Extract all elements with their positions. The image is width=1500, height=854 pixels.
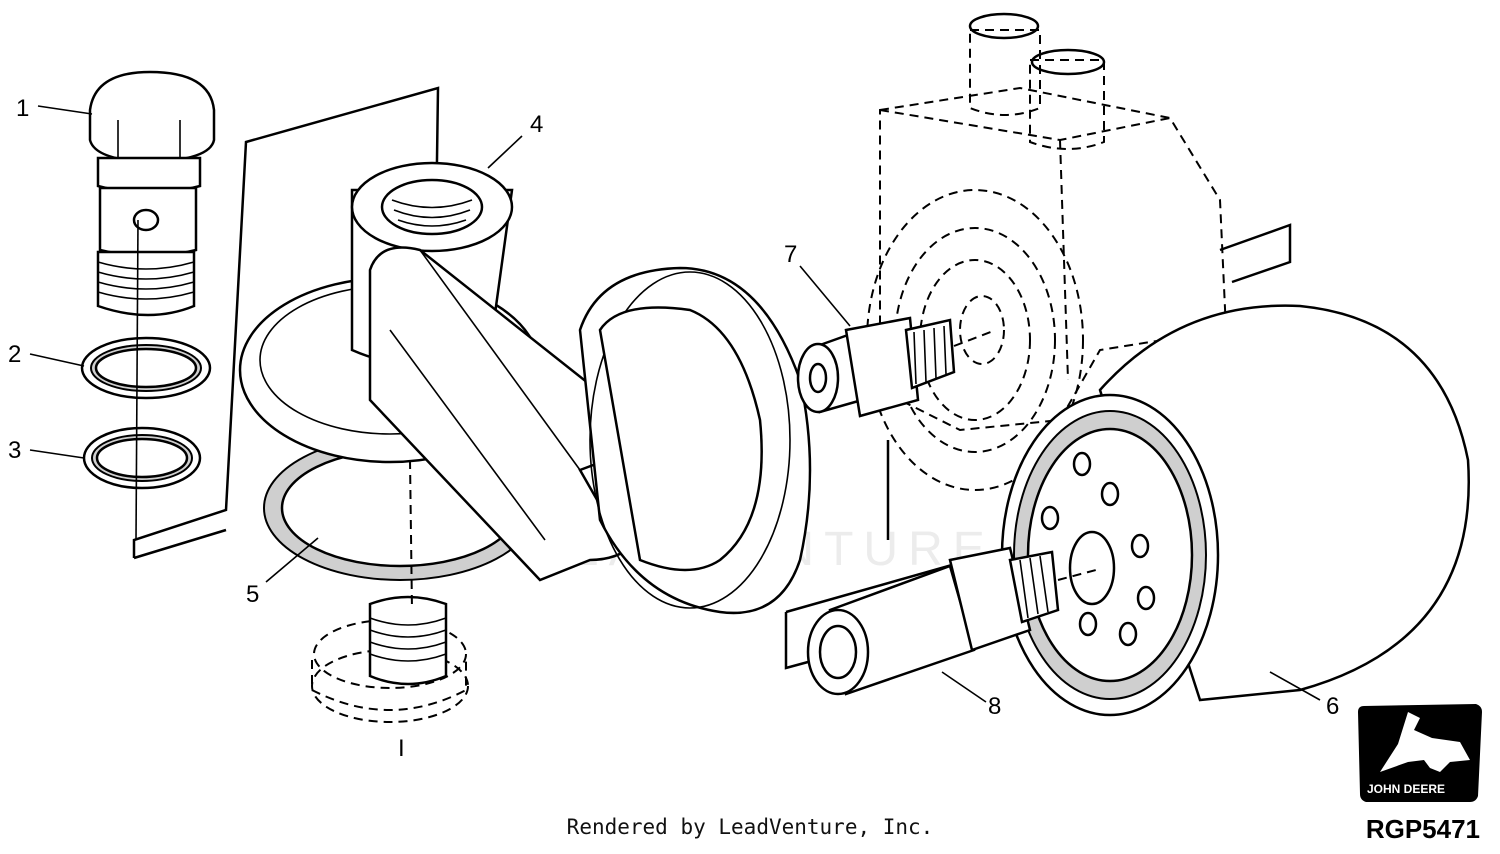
part-1-valve-plug	[88, 70, 216, 317]
john-deere-logo: JOHN DEERE	[1358, 704, 1482, 802]
figure-code: RGP5471	[1365, 814, 1480, 844]
callout-i: I	[398, 735, 405, 762]
callout-7: 7	[784, 241, 797, 268]
callout-8: 8	[988, 693, 1001, 720]
callout-1: 1	[16, 95, 29, 122]
part-6-oil-filter	[1000, 304, 1470, 717]
part-7-fitting	[796, 316, 997, 418]
callout-4: 4	[530, 111, 543, 138]
callout-6: 6	[1326, 693, 1339, 720]
callout-5: 5	[246, 581, 259, 608]
assembly-axis-line	[135, 219, 139, 541]
part-4-filter-adapter	[238, 161, 812, 615]
part-3-o-ring	[82, 426, 202, 490]
footer-credit: Rendered by LeadVenture, Inc.	[566, 815, 934, 839]
part-2-o-ring	[80, 336, 212, 400]
part-i-nipple	[311, 459, 469, 723]
callout-2: 2	[8, 341, 21, 368]
callout-3: 3	[8, 437, 21, 464]
leader-lines	[29, 105, 1321, 703]
assembly-bracket-left	[132, 86, 440, 560]
part-8-threaded-sleeve	[806, 546, 1097, 696]
logo-text: JOHN DEERE	[1367, 782, 1445, 796]
